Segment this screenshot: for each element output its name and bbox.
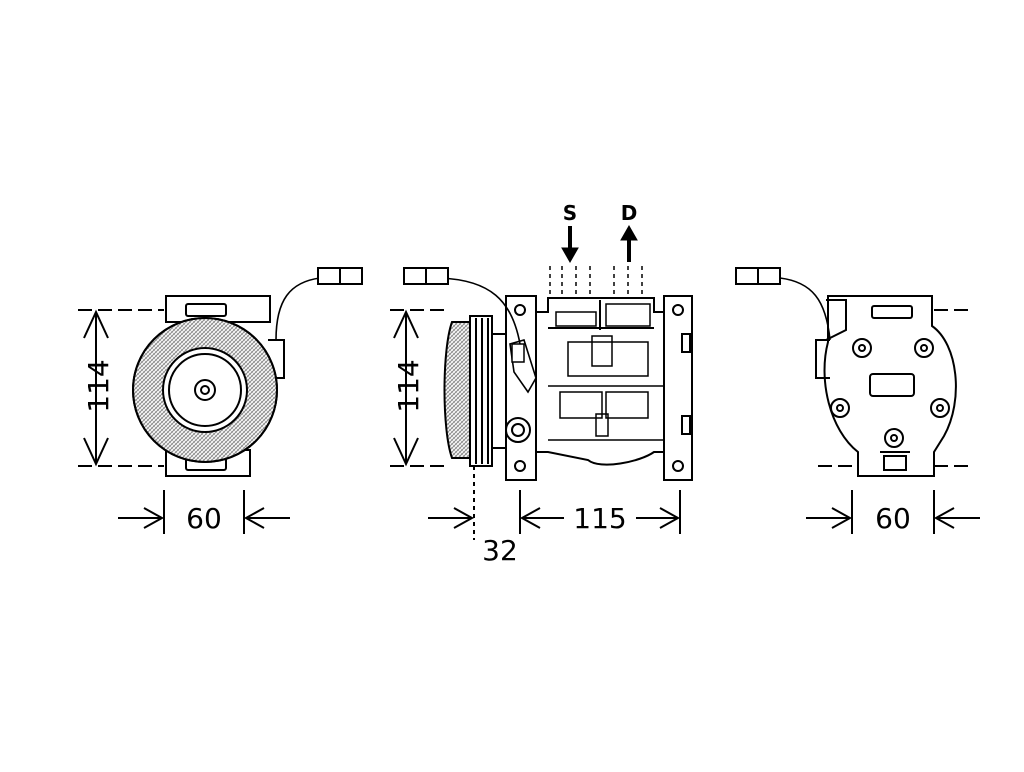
side-pulley-label: 32 [482,534,518,567]
rear-width-label: 60 [875,502,911,535]
front-height-dimension [78,309,164,467]
front-width-label: 60 [186,502,222,535]
front-width-dimension [118,490,290,534]
side-length-label: 115 [573,502,626,535]
rear-width-dimension [806,490,980,534]
rear-view [735,267,957,477]
side-view [403,266,693,481]
discharge-arrow [620,224,638,262]
suction-label: S [563,201,577,225]
rear-extension-lines [818,309,970,467]
suction-arrow [561,226,579,264]
discharge-label: D [621,201,638,225]
front-height-label: 114 [82,359,115,412]
side-length-dimension [428,466,681,540]
side-height-dimension [390,309,448,467]
front-view [132,267,363,477]
side-height-label: 114 [392,359,425,412]
